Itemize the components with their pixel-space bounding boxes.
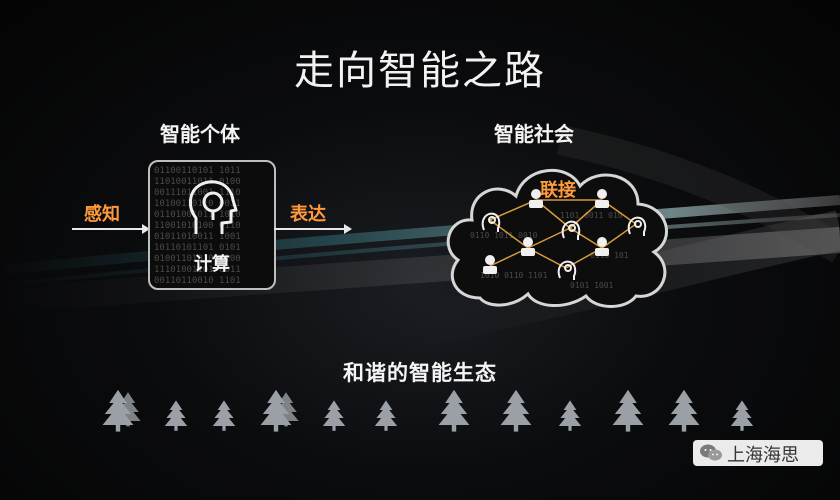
tree-icon: [374, 400, 398, 431]
tree-icon: [322, 400, 346, 431]
tree-icon: [438, 390, 470, 432]
tree-row: [102, 390, 754, 432]
person-icon: [521, 237, 535, 256]
tree-icon: [558, 400, 582, 431]
head-icon: [557, 260, 577, 280]
tree-icon: [102, 390, 141, 432]
svg-text:0110 101: 0110 101: [590, 251, 629, 260]
head-icon: [481, 212, 501, 232]
compute-box: 01100110101 1011 11010011011 0100 001110…: [148, 160, 276, 290]
expression-label: 表达: [290, 204, 326, 225]
tree-icon: [212, 400, 236, 431]
person-icon: [483, 255, 497, 274]
svg-text:0101 1001: 0101 1001: [570, 281, 614, 290]
output-arrow-icon: [274, 224, 352, 234]
watermark-text: 上海海思: [727, 445, 799, 466]
network-cloud: 0110 1011 0010 1101 0011 010 1010 0110 1…: [446, 168, 669, 308]
person-icon: [595, 237, 609, 256]
tree-icon: [164, 400, 188, 431]
slide-title: 走向智能之路: [294, 48, 546, 94]
head-icon: [627, 216, 647, 236]
watermark-badge: 上海海思: [693, 440, 823, 466]
svg-text:0110 1011 0010: 0110 1011 0010: [470, 231, 538, 240]
ecosystem-label: 和谐的智能生态: [343, 361, 497, 385]
individual-heading: 智能个体: [160, 122, 240, 146]
tree-icon: [612, 390, 644, 432]
person-icon: [595, 189, 609, 208]
input-arrow-icon: [72, 224, 150, 234]
svg-text:1010 0110 1101: 1010 0110 1101: [480, 271, 548, 280]
connect-label: 联接: [540, 180, 576, 201]
tree-icon: [730, 400, 754, 431]
svg-text:1101 0011 010: 1101 0011 010: [560, 211, 623, 220]
person-icon: [529, 189, 543, 208]
tree-icon: [260, 390, 299, 432]
human-head-icon: [189, 180, 238, 234]
wechat-icon: [700, 444, 722, 461]
head-icon: [561, 220, 581, 240]
compute-label: 计算: [194, 254, 230, 275]
perception-label: 感知: [84, 204, 120, 225]
tree-icon: [668, 390, 700, 432]
tree-icon: [500, 390, 532, 432]
society-heading: 智能社会: [494, 122, 574, 146]
